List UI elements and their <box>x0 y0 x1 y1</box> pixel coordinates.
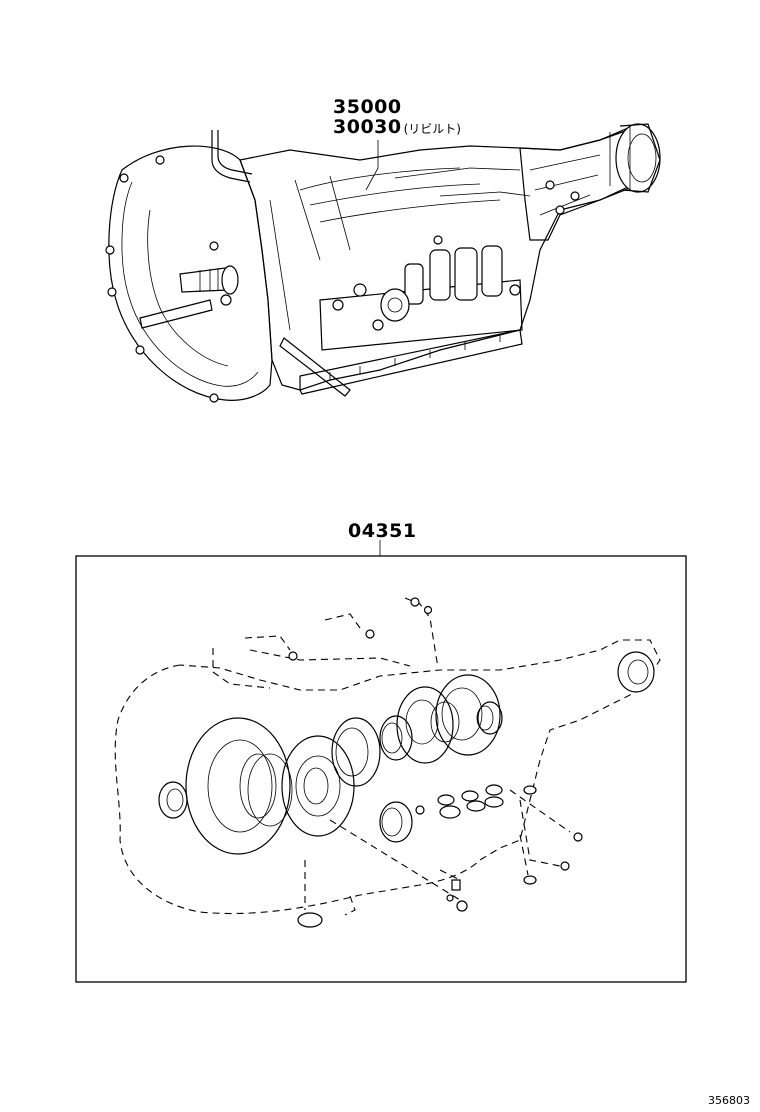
rebuilt-note: (リビルト) <box>403 122 461 136</box>
gasket-kit-frame <box>75 555 687 983</box>
part-number-assembly: 35000 <box>333 96 402 118</box>
part-number-rebuilt: 30030(リビルト) <box>333 118 461 137</box>
figure-id: 356803 <box>708 1094 750 1107</box>
gasket-kit-illustration <box>114 597 661 928</box>
part-number-rebuilt-value: 30030 <box>333 116 402 138</box>
part-number-gasket-kit: 04351 <box>348 520 417 542</box>
transmission-assembly-illustration <box>105 123 661 403</box>
